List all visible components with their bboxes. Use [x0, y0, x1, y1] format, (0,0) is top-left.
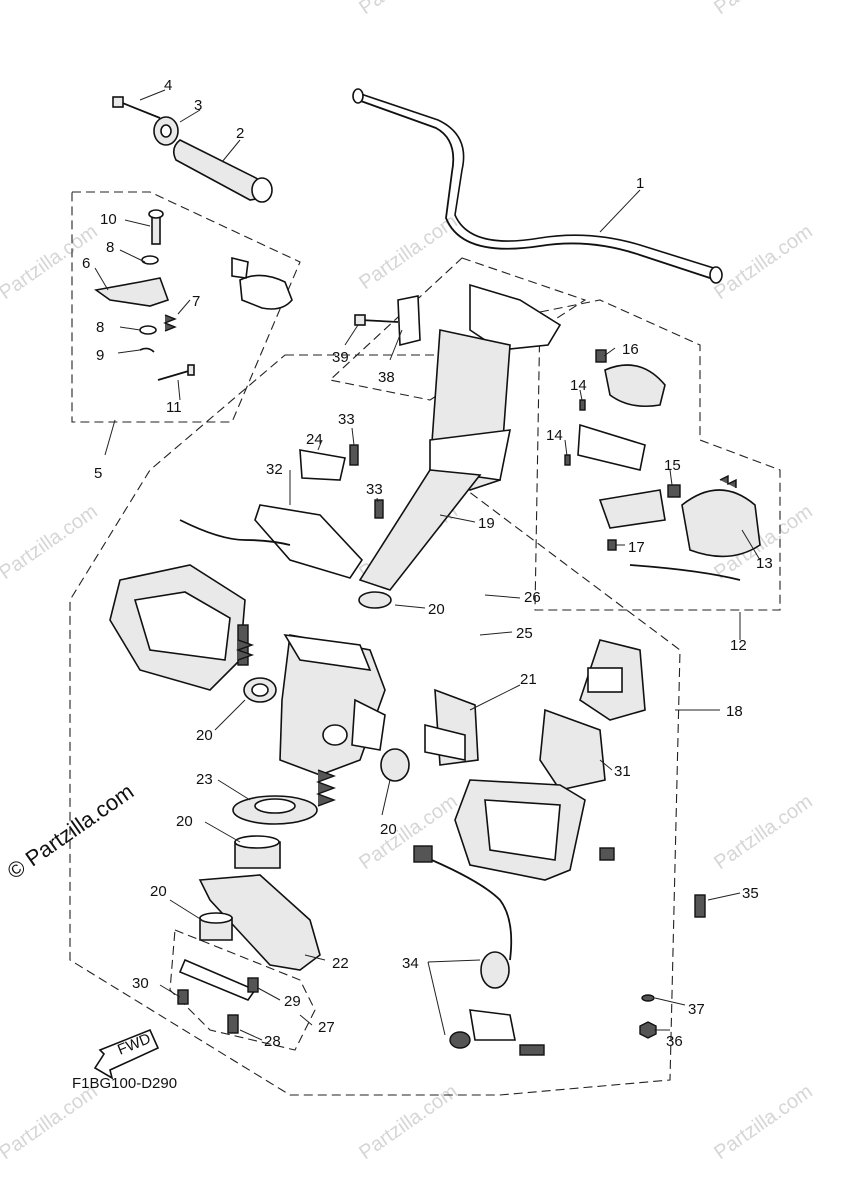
callout-29: 29: [284, 993, 301, 1010]
callout-16: 16: [622, 341, 639, 358]
leader-lines: [94, 89, 761, 1041]
callout-22: 22: [332, 955, 349, 972]
group-outlines: [69, 191, 781, 1096]
callout-9: 9: [96, 347, 104, 364]
fwd-arrow: FWD: [93, 1028, 160, 1080]
callout-12: 12: [730, 637, 747, 654]
callout-33: 33: [338, 411, 355, 428]
watermark: Partzilla.com: [710, 790, 816, 874]
handlebar: [352, 88, 723, 284]
callout-13: 13: [756, 555, 773, 572]
watermark: Partzilla.com: [0, 1080, 102, 1164]
callout-25: 25: [516, 625, 533, 642]
callout-18: 18: [726, 703, 743, 720]
watermark: Partzilla.com: [355, 790, 461, 874]
callout-20: 20: [196, 727, 213, 744]
callout-7: 7: [192, 293, 200, 310]
throttle-lever-assembly: [93, 209, 293, 381]
callout-8: 8: [106, 239, 114, 256]
callout-21: 21: [520, 671, 537, 688]
callout-6: 6: [82, 255, 90, 272]
callout-19: 19: [478, 515, 495, 532]
grip-assembly: [112, 96, 273, 203]
callout-32: 32: [266, 461, 283, 478]
watermark: Partzilla.com: [710, 0, 816, 19]
watermark: Partzilla.com: [355, 1080, 461, 1164]
callout-39: 39: [332, 349, 349, 366]
diagram-code: F1BG100-D290: [72, 1075, 177, 1092]
callout-11: 11: [166, 399, 182, 416]
callout-2: 2: [236, 125, 244, 142]
callout-20: 20: [380, 821, 397, 838]
callout-37: 37: [688, 1001, 705, 1018]
callout-24: 24: [306, 431, 323, 448]
watermark: Partzilla.com: [355, 210, 461, 294]
group-27-outline: [169, 929, 316, 1051]
swivel-body: [235, 591, 410, 807]
callout-38: 38: [378, 369, 395, 386]
watermark: Partzilla.com: [0, 500, 102, 584]
callout-14: 14: [546, 427, 563, 444]
right-parts: [413, 639, 706, 1056]
callout-20: 20: [428, 601, 445, 618]
callout-23: 23: [196, 771, 213, 788]
switch-assembly: [564, 349, 761, 581]
callout-31: 31: [614, 763, 631, 780]
group-38-outline: [328, 257, 587, 401]
callout-20: 20: [176, 813, 193, 830]
callouts: 1 2 3 4 5 6 7 8 8 9 10 11 12 13 14 14 15…: [82, 77, 773, 1050]
callout-15: 15: [664, 457, 681, 474]
callout-1: 1: [636, 175, 644, 192]
callout-33: 33: [366, 481, 383, 498]
callout-5: 5: [94, 465, 102, 482]
callout-34: 34: [402, 955, 419, 972]
callout-36: 36: [666, 1033, 683, 1050]
callout-28: 28: [264, 1033, 281, 1050]
group-12-outline: [534, 299, 781, 611]
callout-4: 4: [164, 77, 172, 94]
left-bracket: [109, 564, 249, 691]
callout-3: 3: [194, 97, 202, 114]
watermark: Partzilla.com: [355, 0, 461, 19]
steering-column: [358, 283, 562, 591]
callout-27: 27: [318, 1019, 335, 1036]
group-5-outline: [71, 191, 301, 423]
callout-14: 14: [570, 377, 587, 394]
callout-35: 35: [742, 885, 759, 902]
callout-8: 8: [96, 319, 104, 336]
callout-20: 20: [150, 883, 167, 900]
bracket-38: [354, 295, 421, 347]
watermark: Partzilla.com: [710, 1080, 816, 1164]
watermark: Partzilla.com: [710, 220, 816, 304]
lower-parts: [177, 795, 321, 1034]
callout-17: 17: [628, 539, 645, 556]
callout-30: 30: [132, 975, 149, 992]
trim-sender-32: [179, 444, 384, 579]
callout-10: 10: [100, 211, 117, 228]
callout-26: 26: [524, 589, 541, 606]
